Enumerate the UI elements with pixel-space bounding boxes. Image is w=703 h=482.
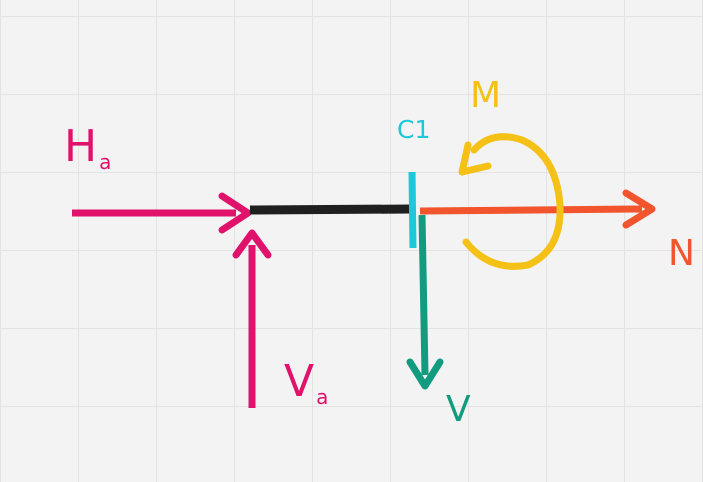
va-label-sub: a: [316, 385, 329, 409]
normal-label: N: [668, 233, 695, 274]
section-cut: [408, 171, 417, 249]
section-label: C1: [397, 115, 431, 144]
va-arrow: [232, 229, 272, 408]
moment-label: M: [470, 75, 502, 116]
beam: [249, 204, 413, 215]
ha-label-main: H: [64, 121, 98, 172]
ha-label-sub: a: [99, 150, 112, 174]
shear-label: V: [446, 389, 471, 430]
ha-arrow: [72, 192, 252, 234]
va-label-main: V: [284, 356, 315, 407]
m-curved-arrow: [458, 133, 564, 270]
v-arrow: [406, 214, 444, 390]
n-arrow: [419, 189, 656, 229]
